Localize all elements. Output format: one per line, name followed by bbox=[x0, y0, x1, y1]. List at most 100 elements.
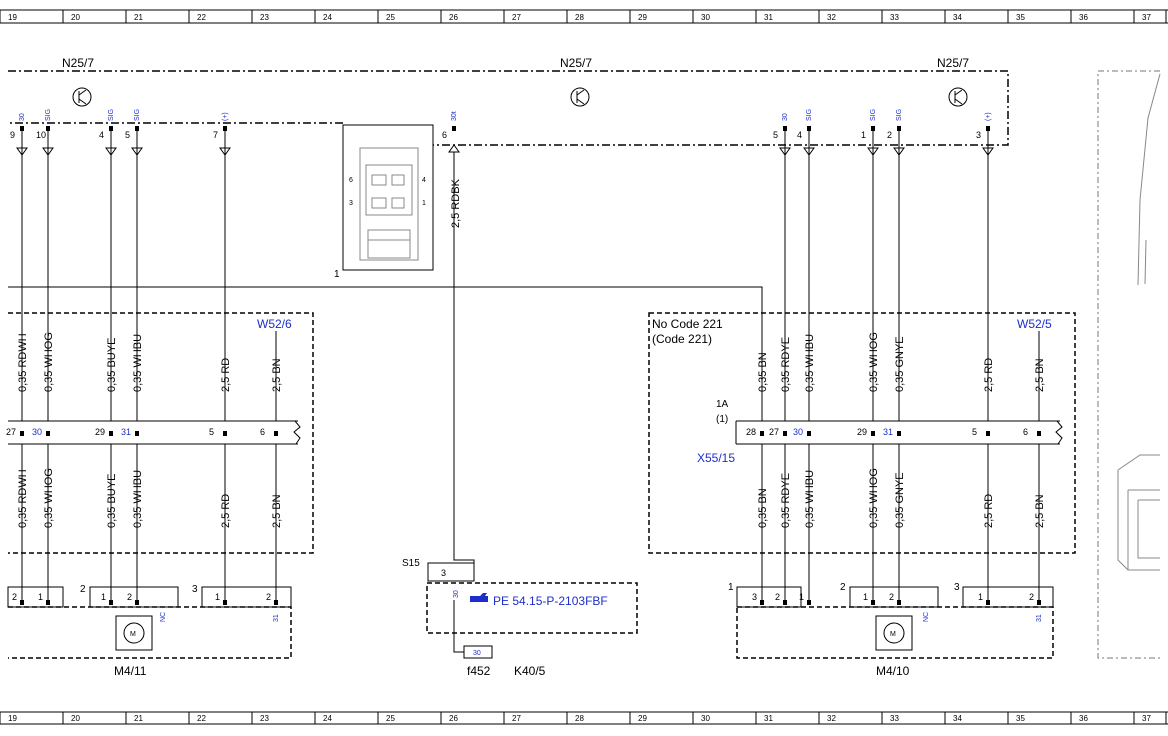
ruler-number: 21 bbox=[134, 13, 143, 22]
w52-6-label: W52/6 bbox=[257, 317, 292, 331]
signal-label: NC bbox=[923, 612, 930, 622]
svg-text:2: 2 bbox=[80, 584, 86, 595]
ground-arrow-icon bbox=[105, 147, 117, 156]
ruler-number: 19 bbox=[8, 714, 17, 723]
wire-label: 2,5 RD bbox=[220, 494, 232, 528]
ruler-number: 28 bbox=[575, 714, 584, 723]
wire-label: 0,35 BN bbox=[757, 352, 769, 392]
ruler-number: 19 bbox=[8, 13, 17, 22]
svg-text:2: 2 bbox=[1029, 592, 1034, 602]
svg-text:1: 1 bbox=[861, 130, 866, 140]
wire-label: 2,5 BN bbox=[271, 494, 283, 528]
m4-10-connector-3 bbox=[962, 586, 1054, 608]
ruler-number: 35 bbox=[1016, 13, 1025, 22]
ground-arrow-icon bbox=[893, 147, 905, 156]
transistor-icon bbox=[948, 87, 968, 107]
ruler-number: 36 bbox=[1079, 714, 1088, 723]
wire-label: 0,35 RDYE bbox=[780, 473, 792, 528]
signal-label: SIG bbox=[108, 109, 115, 121]
ruler-number: 35 bbox=[1016, 714, 1025, 723]
ruler-number: 34 bbox=[953, 714, 962, 723]
svg-text:5: 5 bbox=[209, 427, 214, 437]
n25-7-label-mid: N25/7 bbox=[560, 56, 592, 70]
signal-label: NC bbox=[160, 612, 167, 622]
signal-label: (+) bbox=[222, 112, 229, 121]
wire-label: 0,35 WHOG bbox=[868, 468, 880, 528]
svg-text:1: 1 bbox=[38, 592, 43, 602]
motor-icon: M bbox=[115, 615, 153, 651]
ruler-number: 33 bbox=[890, 714, 899, 723]
ground-arrow-icon bbox=[131, 147, 143, 156]
wire-label: 0,35 WHBU bbox=[804, 470, 816, 528]
svg-text:4: 4 bbox=[99, 130, 104, 140]
signal-label: SIG bbox=[896, 109, 903, 121]
w52-5-label: W52/5 bbox=[1017, 317, 1052, 331]
wire-label-rdbk: 2,5 RDBK bbox=[450, 178, 462, 228]
svg-text:3: 3 bbox=[441, 568, 446, 578]
ruler-number: 31 bbox=[764, 714, 773, 723]
ruler-number: 28 bbox=[575, 13, 584, 22]
n25-7-label-right: N25/7 bbox=[937, 56, 969, 70]
svg-text:1: 1 bbox=[422, 200, 426, 207]
ruler-number: 31 bbox=[764, 13, 773, 22]
m4-11-label: M4/11 bbox=[114, 664, 147, 678]
reference-link[interactable]: PE 54.15-P-2103FBF bbox=[493, 594, 608, 608]
wire-label: 0,35 WHBU bbox=[132, 470, 144, 528]
svg-text:1: 1 bbox=[978, 592, 983, 602]
svg-text:3: 3 bbox=[349, 200, 353, 207]
wire-label: 0,35 WHBU bbox=[804, 334, 816, 392]
ruler-number: 36 bbox=[1079, 13, 1088, 22]
wire-label: 2,5 BN bbox=[1034, 358, 1046, 392]
svg-text:29: 29 bbox=[857, 427, 867, 437]
svg-text:6: 6 bbox=[442, 130, 447, 140]
m4-11-box bbox=[8, 606, 292, 659]
svg-text:1: 1 bbox=[863, 592, 868, 602]
wire-label: 2,5 RD bbox=[983, 358, 995, 392]
ruler-number: 24 bbox=[323, 714, 332, 723]
wire-label: 0,35 RDYE bbox=[780, 337, 792, 392]
wire-label: 0,35 WHOG bbox=[43, 468, 55, 528]
svg-text:4: 4 bbox=[797, 130, 802, 140]
transistor-icon bbox=[72, 87, 92, 107]
svg-text:6: 6 bbox=[260, 427, 265, 437]
ground-arrow-icon bbox=[219, 147, 231, 156]
ruler-number: 22 bbox=[197, 714, 206, 723]
svg-text:2: 2 bbox=[127, 592, 132, 602]
n25-7-label-left: N25/7 bbox=[62, 56, 94, 70]
connector-1a-label: 1A bbox=[716, 399, 729, 410]
wire-label: 2,5 RD bbox=[220, 358, 232, 392]
motor-icon: M bbox=[875, 615, 913, 651]
m4-11-connector-2 bbox=[89, 586, 179, 608]
ruler-number: 26 bbox=[449, 714, 458, 723]
wire-label: 0,35 BUYE bbox=[106, 474, 118, 528]
ground-arrow-icon bbox=[16, 147, 28, 156]
signal-label: 30 bbox=[782, 113, 789, 121]
wire-label: 2,5 BN bbox=[271, 358, 283, 392]
signal-label: 30t bbox=[451, 111, 458, 121]
svg-text:2: 2 bbox=[840, 582, 846, 593]
ruler-number: 37 bbox=[1142, 714, 1151, 723]
connector-1a-alt-label: (1) bbox=[716, 414, 728, 425]
svg-text:1: 1 bbox=[101, 592, 106, 602]
svg-text:1: 1 bbox=[215, 592, 220, 602]
ruler-number: 26 bbox=[449, 13, 458, 22]
ruler-number: 23 bbox=[260, 714, 269, 723]
w52-5-box bbox=[648, 312, 1076, 554]
wire-label: 0,35 GNYE bbox=[894, 472, 906, 528]
svg-text:30: 30 bbox=[453, 590, 460, 598]
svg-text:30: 30 bbox=[32, 427, 42, 437]
svg-text:10: 10 bbox=[36, 130, 46, 140]
svg-text:3: 3 bbox=[752, 592, 757, 602]
svg-text:27: 27 bbox=[6, 427, 16, 437]
ground-arrow-icon bbox=[867, 147, 879, 156]
n25-7-control-unit-box bbox=[8, 70, 1009, 146]
no-code-label: No Code 221 bbox=[652, 317, 723, 331]
connector-view: 6 3 4 1 bbox=[342, 124, 434, 271]
m4-10-connector-2 bbox=[849, 586, 939, 608]
signal-label: SIG bbox=[806, 109, 813, 121]
signal-label: SIG bbox=[45, 109, 52, 121]
wire-label: 0,35 RDWH bbox=[17, 469, 29, 528]
right-detail-box bbox=[1097, 70, 1160, 659]
